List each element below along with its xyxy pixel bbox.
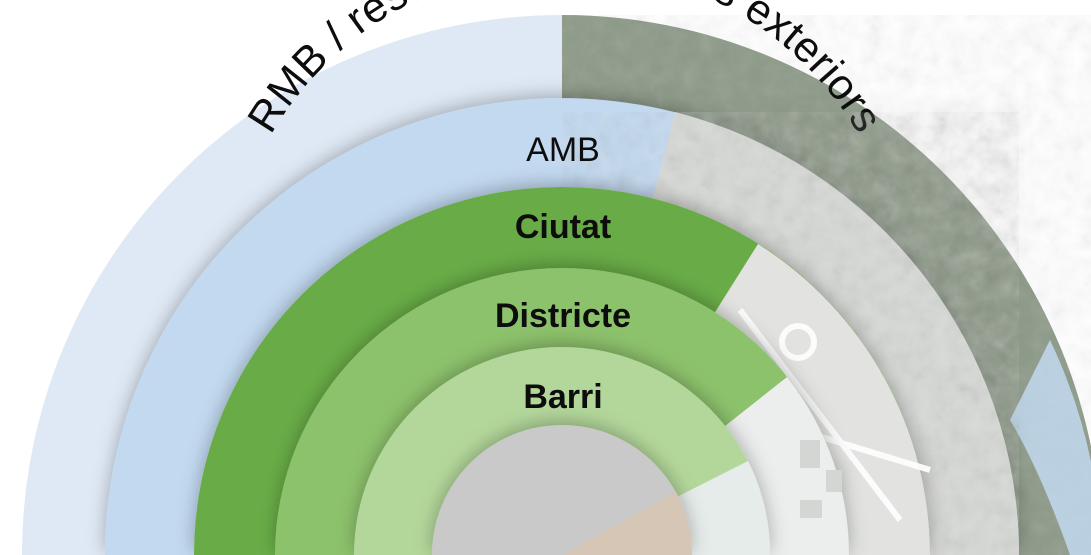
ring-amb-label: AMB <box>526 131 600 169</box>
center-core <box>432 425 693 555</box>
district-buildings <box>800 440 842 518</box>
ring-districte-label: Districte <box>495 297 631 335</box>
ring-ciutat-label: Ciutat <box>515 208 611 246</box>
ring-rmb-sea <box>1010 340 1091 555</box>
center-map <box>562 492 693 555</box>
ring-barri-label: Barri <box>523 378 602 416</box>
